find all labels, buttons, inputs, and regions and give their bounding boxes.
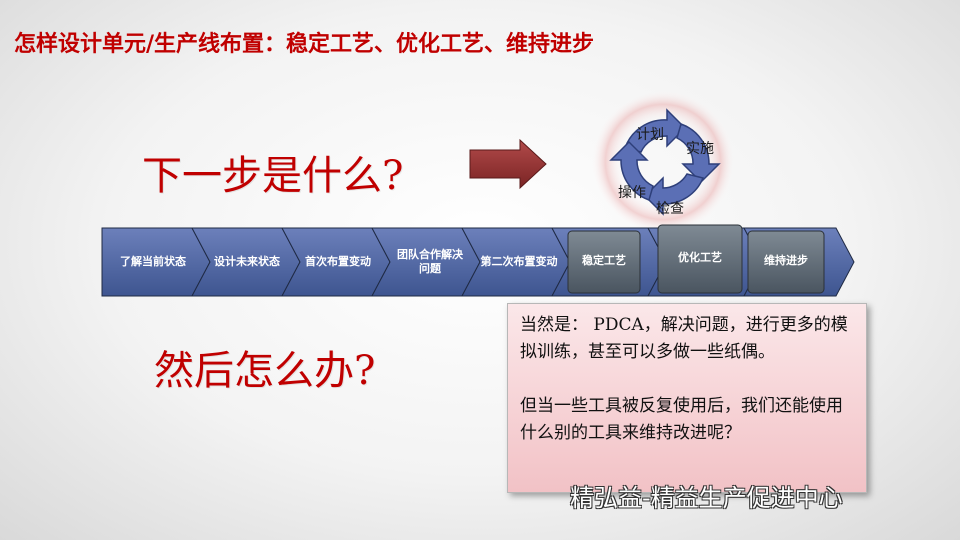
process-step-2: 设计未来状态: [214, 255, 280, 268]
process-step-8: 维持进步: [764, 254, 808, 267]
cycle-step-plan: 计划: [636, 127, 664, 143]
process-step-1: 了解当前状态: [120, 255, 186, 268]
slide-title: 怎样设计单元/生产线布置：稳定工艺、优化工艺、维持进步: [14, 31, 595, 57]
process-step-6: 稳定工艺: [582, 254, 626, 267]
question-next-step: 下一步是什么?: [142, 153, 404, 199]
process-step-4: 团队合作解决问题: [397, 248, 463, 275]
cycle-step-do: 实施: [686, 141, 714, 157]
process-chevron-bar: [101, 224, 855, 297]
process-step-5: 第二次布置变动: [480, 255, 558, 268]
process-step-3: 首次布置变动: [305, 255, 371, 268]
pdca-cycle-icon: [591, 90, 735, 234]
note-paragraph-1: 当然是： PDCA，解决问题，进行更多的模拟训练，甚至可以多做一些纸偶。: [520, 315, 848, 362]
process-step-7: 优化工艺: [678, 251, 722, 264]
answer-note-box: 当然是： PDCA，解决问题，进行更多的模拟训练，甚至可以多做一些纸偶。 但当一…: [507, 303, 867, 493]
cycle-step-act: 操作: [618, 185, 646, 201]
note-paragraph-2: 但当一些工具被反复使用后，我们还能使用什么别的工具来维持改进呢？: [520, 396, 843, 443]
cycle-step-check: 检查: [656, 201, 684, 217]
right-arrow-icon: [469, 138, 547, 190]
question-what-then: 然后怎么办?: [154, 348, 376, 394]
watermark: 精弘益-精益生产促进中心: [570, 484, 843, 512]
